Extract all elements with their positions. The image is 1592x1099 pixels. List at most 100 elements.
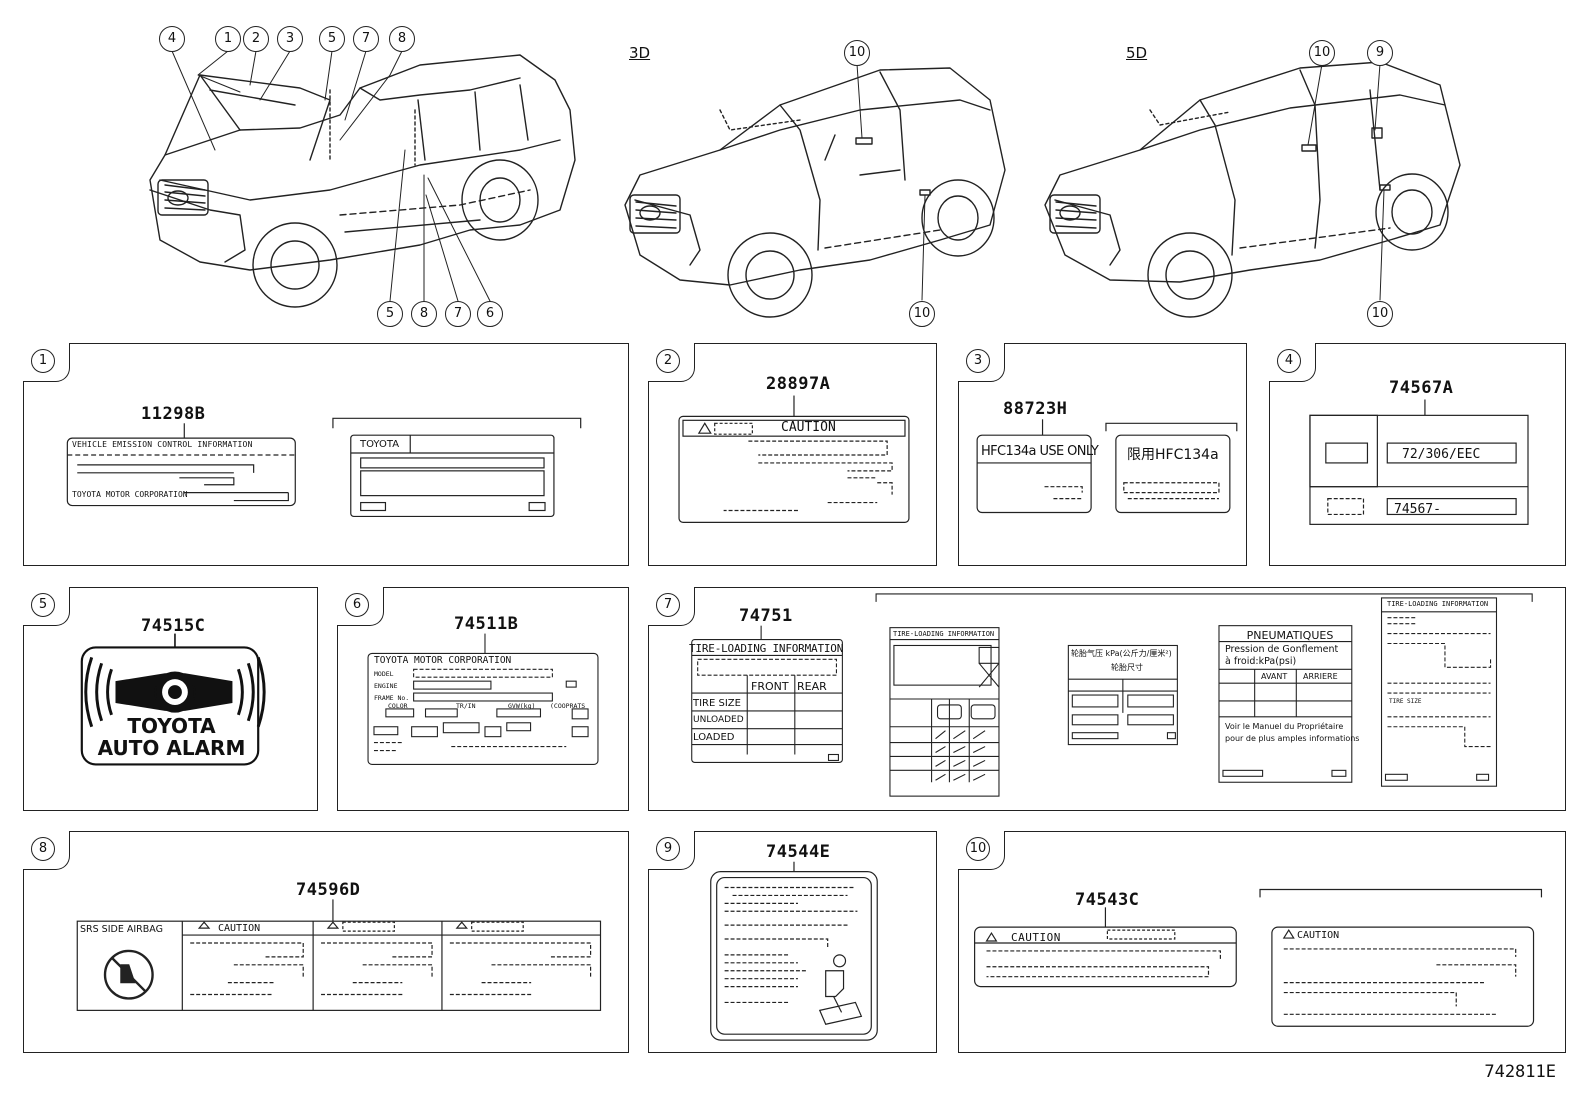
panel-number: 6 [345, 593, 369, 617]
panel-number: 9 [656, 837, 680, 861]
panel-number: 7 [656, 593, 680, 617]
leader-lines-car2 [856, 63, 926, 301]
panel-number: 1 [31, 349, 55, 373]
tire-label-fr-manual: Voir le Manuel du Propriétaire [1225, 722, 1344, 731]
callout-5: 5 [319, 26, 345, 52]
emission-label-brand: TOYOTA [360, 439, 400, 450]
vehicle-drawings [149, 50, 1461, 318]
label-drawing [76, 899, 602, 1011]
part-number: 74596D [296, 880, 361, 900]
tire-label-fr-title: PNEUMATIQUES [1246, 629, 1334, 642]
variant-label-5d: 5D [1126, 44, 1148, 62]
panel-tab: 5 [23, 587, 70, 626]
emission-label-title: VEHICLE EMISSION CONTROL INFORMATION [72, 440, 253, 449]
callout-7-bottom: 7 [445, 301, 471, 327]
caution-label-2-text: CAUTION [1297, 930, 1340, 941]
tire-label-unloaded: UNLOADED [693, 715, 744, 725]
tire-label-2-title: TIRE-LOADING INFORMATION [893, 630, 995, 638]
car-illustration-hood-open [149, 54, 576, 308]
tire-label-fr-cold: à froid:kPa(psi) [1225, 656, 1297, 667]
alarm-label-brand: TOYOTA [127, 714, 216, 738]
tire-label-title: TIRE-LOADING INFORMATION [689, 642, 844, 655]
callout-6-bottom: 6 [477, 301, 503, 327]
vin-label-trim: TR/IN [456, 702, 476, 710]
tire-label-loaded: LOADED [693, 732, 735, 743]
label-drawing [691, 593, 1533, 797]
callout-9-car3-top: 9 [1367, 40, 1393, 66]
label-part-code-text: 74567- [1394, 502, 1441, 517]
leader-lines-car1 [171, 50, 491, 302]
callout-4: 4 [159, 26, 185, 52]
label-drawing [1309, 399, 1529, 525]
vehicle-illustrations: 3D 5D 4 1 2 3 5 7 8 5 8 7 6 10 10 10 9 1… [0, 0, 1592, 340]
vin-label-gvw: GVW(kg) [508, 702, 536, 710]
part-number: 74515C [141, 616, 206, 636]
airbag-label-title: SRS SIDE AIRBAG [80, 924, 163, 935]
panel-number: 8 [31, 837, 55, 861]
figure-id: 742811E [1484, 1062, 1556, 1082]
callout-5-bottom: 5 [377, 301, 403, 327]
panel-tab: 2 [648, 343, 695, 382]
label-panel-2: 2 28897A CAUTION [648, 343, 937, 566]
tire-label-fr-rear: ARRIERE [1303, 672, 1338, 681]
callout-8-bottom: 8 [411, 301, 437, 327]
car-illustration-3-door [624, 67, 1006, 318]
label-drawing [678, 395, 910, 523]
part-number: 74511B [454, 614, 519, 634]
caution-text: CAUTION [781, 420, 836, 435]
refrigerant-label-cn: 限用HFC134a [1127, 447, 1219, 463]
vin-label-frame: FRAME No. [374, 694, 410, 702]
label-drawing [974, 888, 1543, 1027]
callout-8: 8 [389, 26, 415, 52]
part-number: 88723H [1003, 399, 1068, 419]
caution-label-1-text: CAUTION [1011, 931, 1061, 944]
label-panel-4: 4 74567A 72/306/EEC 74567- [1269, 343, 1566, 566]
panel-number: 2 [656, 349, 680, 373]
panel-tab: 7 [648, 587, 695, 626]
refrigerant-label-en: HFC134a USE ONLY [981, 444, 1099, 459]
panel-number: 3 [966, 349, 990, 373]
part-number: 74543C [1075, 890, 1140, 910]
vin-label-maker: TOYOTA MOTOR CORPORATION [374, 655, 512, 666]
callout-10-car2-top: 10 [844, 40, 870, 66]
alarm-icon [84, 656, 266, 728]
tire-label-5-size: TIRE SIZE [1389, 698, 1422, 705]
label-panel-3: 3 88723H HFC134a USE ONLY 限用HFC134a [958, 343, 1247, 566]
tire-label-front: FRONT [751, 680, 789, 693]
tire-label-rear: REAR [797, 680, 827, 693]
panel-tab: 1 [23, 343, 70, 382]
callout-10-car3-top: 10 [1309, 40, 1335, 66]
alarm-label-text: AUTO ALARM [97, 736, 246, 760]
panel-number: 5 [31, 593, 55, 617]
label-drawing [710, 861, 878, 1041]
label-drawing [976, 419, 1238, 514]
panel-number: 10 [966, 837, 990, 861]
label-panel-7: 7 74751 [648, 587, 1566, 811]
tire-label-5-title: TIRE-LOADING INFORMATION [1387, 600, 1489, 608]
part-number: 28897A [766, 374, 831, 394]
label-drawing [66, 417, 582, 518]
part-number: 74544E [766, 842, 831, 862]
part-number: 74567A [1389, 378, 1454, 398]
eec-approval-text: 72/306/EEC [1402, 447, 1481, 462]
car-illustration-5-door [1044, 61, 1461, 318]
callout-2: 2 [243, 26, 269, 52]
callout-1: 1 [215, 26, 241, 52]
panel-tab: 9 [648, 831, 695, 870]
airbag-caution-text: CAUTION [218, 923, 261, 934]
label-drawing [367, 633, 599, 765]
no-child-seat-icon [103, 949, 154, 1000]
label-panel-5: 5 74515C TOYOTA AUTO ALARM [23, 587, 318, 811]
tire-label-cn-size: 轮胎尺寸 [1111, 663, 1143, 672]
callout-10-car2-bottom: 10 [909, 301, 935, 327]
panel-tab: 6 [337, 587, 384, 626]
callout-7: 7 [353, 26, 379, 52]
label-panel-10: 10 74543C CAUTION CAUTION [958, 831, 1566, 1053]
vin-label-code: (COOPRATS [550, 702, 586, 710]
variant-label-3d: 3D [629, 44, 651, 62]
part-number: 11298B [141, 404, 206, 424]
panel-tab: 10 [958, 831, 1005, 870]
tire-label-fr-pressure: Pression de Gonflement [1225, 644, 1339, 655]
label-drawing [80, 633, 266, 766]
tire-label-cn-title: 轮胎气压 kPa(公斤力/厘米²) [1071, 649, 1172, 658]
